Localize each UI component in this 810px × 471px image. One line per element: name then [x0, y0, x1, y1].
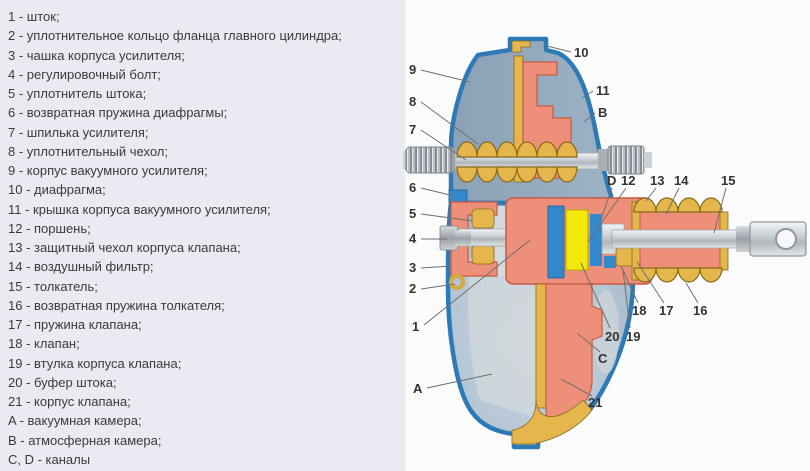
- legend-item-2: 2 - уплотнительное кольцо фланца главног…: [8, 28, 342, 44]
- legend-item-17: 17 - пружина клапана;: [8, 317, 142, 332]
- callout-13: 13: [650, 173, 664, 188]
- callout-9: 9: [409, 62, 416, 77]
- legend-item-11: 11 - крышка корпуса вакуумного усилителя…: [8, 201, 271, 217]
- valve-body-column: [511, 283, 603, 445]
- valve-bushing: [604, 256, 616, 268]
- flange-o-ring: [449, 274, 465, 290]
- callout-B: B: [598, 105, 607, 120]
- callout-3: 3: [409, 260, 416, 275]
- legend-item-5: 5 - уплотнитель штока;: [8, 86, 147, 101]
- callout-18: 18: [632, 303, 646, 318]
- stud-right-collar: [598, 149, 608, 171]
- callout-20: 20: [605, 329, 619, 344]
- legend-item-13: 13 - защитный чехол корпуса клапана;: [8, 240, 241, 255]
- pushrod-collar: [736, 226, 750, 252]
- legend-item-CD: C, D - каналы: [8, 451, 91, 467]
- callout-1: 1: [412, 319, 419, 334]
- pushrod-assembly: [611, 197, 807, 283]
- legend-item-9: 9 - корпус вакуумного усилителя;: [8, 163, 208, 178]
- callout-5: 5: [409, 206, 416, 221]
- callout-4: 4: [409, 231, 417, 246]
- legend-item-19: 19 - втулка корпуса клапана;: [8, 355, 182, 371]
- callout-C: C: [598, 351, 608, 366]
- legend-item-7: 7 - шпилька усилителя;: [8, 124, 149, 140]
- legend-item-3: 3 - чашка корпуса усилителя;: [8, 47, 185, 63]
- diaphragm-foot: [511, 399, 593, 445]
- stud-right-thread: [607, 145, 645, 175]
- legend-item-12: 12 - поршень;: [8, 220, 91, 236]
- callout-15: 15: [721, 173, 735, 188]
- sealing-boot-lower: [456, 166, 578, 183]
- pushrod: [611, 229, 739, 249]
- piston-ring-blue: [590, 214, 602, 266]
- legend-item-10: 10 - диафрагма;: [8, 182, 106, 198]
- sealing-boot-upper: [456, 141, 578, 158]
- callout-7: 7: [409, 122, 416, 137]
- diaphragm-spring-seat: [448, 189, 468, 203]
- callout-labels: 1 2 3 4 5 6 7 8 9 10 11 12 13 14 15 16 1…: [409, 45, 735, 410]
- rod-buffer: [565, 209, 589, 271]
- callout-D: D: [607, 173, 616, 188]
- legend-item-1: 1 - шток;: [8, 9, 60, 24]
- rod-seal-lower: [471, 244, 495, 265]
- callout-19: 19: [626, 329, 640, 344]
- legend-item-21: 21 - корпус клапана;: [8, 394, 131, 409]
- adjusting-bolt-collar: [455, 231, 471, 246]
- legend-item-18: 18 - клапан;: [8, 336, 80, 352]
- legend-item-15: 15 - толкатель;: [8, 278, 98, 294]
- callout-8: 8: [409, 94, 416, 109]
- callout-17: 17: [659, 303, 673, 318]
- callout-10: 10: [574, 45, 588, 60]
- callout-11: 11: [596, 83, 610, 98]
- valve-poppet: [615, 247, 635, 267]
- callout-A: A: [413, 381, 423, 396]
- booster-stud-assembly: [403, 141, 652, 183]
- callout-21: 21: [588, 395, 602, 410]
- return-spring-cone: [468, 258, 536, 418]
- diaphragm-column-edge: [535, 283, 547, 409]
- legend-item-16: 16 - возвратная пружина толкателя;: [8, 297, 225, 313]
- rod-seal-upper: [471, 208, 495, 229]
- callout-6: 6: [409, 180, 416, 195]
- legend-item-8: 8 - уплотнительный чехол;: [8, 143, 168, 159]
- piston-plate-blue: [547, 205, 565, 279]
- stud-right-tip: [644, 152, 652, 168]
- legend-item-20: 20 - буфер штока;: [8, 374, 117, 390]
- clevis-hole: [775, 228, 797, 250]
- legend-item-6: 6 - возвратная пружина диафрагмы;: [8, 105, 228, 121]
- housing-cup: [450, 201, 498, 277]
- callout-2: 2: [409, 281, 416, 296]
- legend-item-B: B - атмосферная камера;: [8, 432, 162, 448]
- callout-14: 14: [674, 173, 689, 188]
- legend-item-A: A - вакуумная камера;: [8, 413, 142, 429]
- vacuum-port-grommet: [511, 40, 531, 53]
- legend-item-4: 4 - регулировочный болт;: [8, 66, 161, 82]
- protective-boot-lower: [633, 267, 723, 283]
- callout-leader-lines: [420, 45, 727, 397]
- callout-12: 12: [621, 173, 635, 188]
- legend-item-14: 14 - воздушный фильтр;: [8, 259, 154, 275]
- protective-boot-upper: [633, 197, 723, 213]
- stud-left-thread: [405, 146, 455, 174]
- parts-legend: 1 - шток; 2 - уплотнительное кольцо флан…: [8, 7, 342, 469]
- callout-16: 16: [693, 303, 707, 318]
